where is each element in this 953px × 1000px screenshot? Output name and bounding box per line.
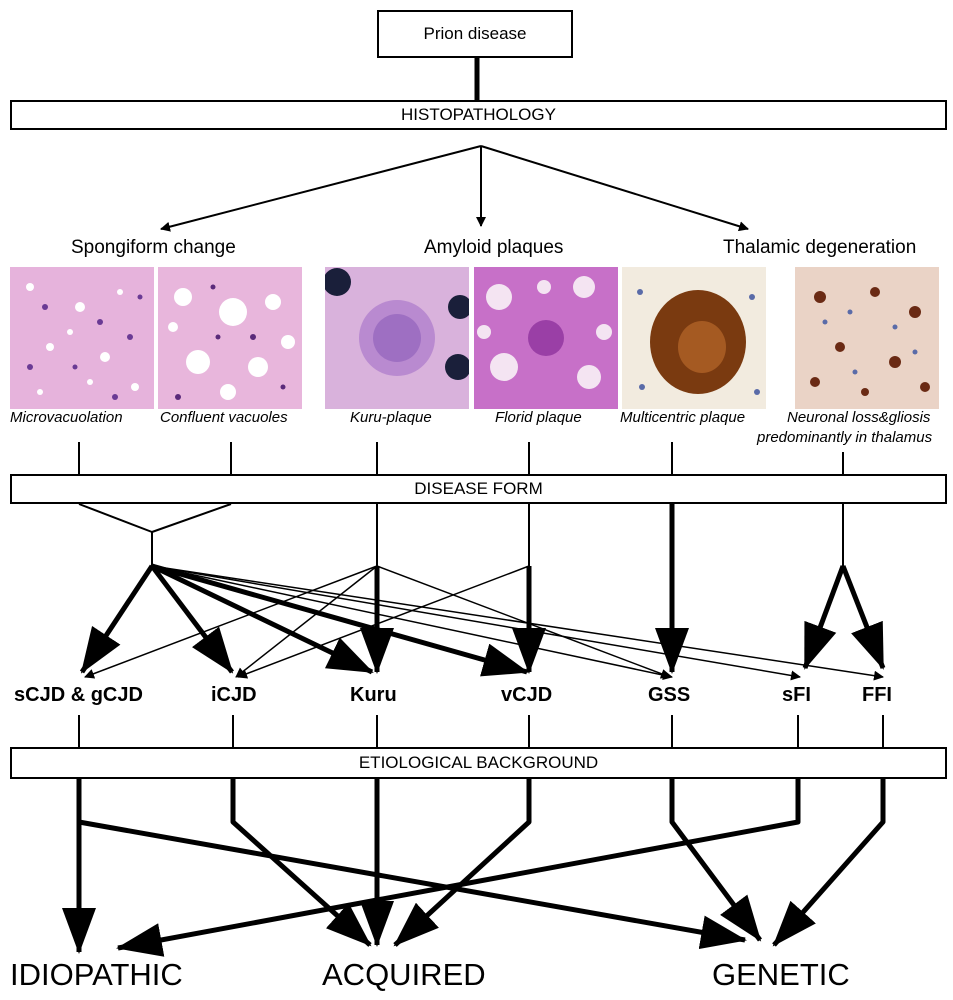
caption-multicentric: Multicentric plaque <box>620 409 746 426</box>
disease-form-bar: DISEASE FORM <box>10 474 947 504</box>
disease-form-label: DISEASE FORM <box>414 479 543 498</box>
etiology-genetic: GENETIC <box>712 957 850 992</box>
spongiform-thick-arrows <box>79 563 529 677</box>
micrograph-microvacuolation <box>10 267 154 409</box>
spongiform-thin-arrows <box>151 565 884 681</box>
category-spongiform: Spongiform change <box>71 237 236 258</box>
form-vcjd: vCJD <box>501 684 553 706</box>
form-drops <box>78 715 884 747</box>
histopathology-branches <box>160 145 749 232</box>
caption-neuronal-line2: predominantly in thalamus <box>757 429 933 446</box>
thalamic-arrows <box>802 565 886 670</box>
form-ffi: FFI <box>862 684 892 706</box>
etiological-label: ETIOLOGICAL BACKGROUND <box>358 753 599 772</box>
caption-neuronal-line1: Neuronal loss&gliosis <box>787 409 931 426</box>
form-scjd-gcjd: sCJD & gCJD <box>14 684 143 706</box>
etiology-acquired: ACQUIRED <box>322 957 486 992</box>
form-sfi: sFI <box>782 684 811 706</box>
caption-microvacuolation: Microvacuolation <box>10 409 123 426</box>
caption-confluent: Confluent vacuoles <box>160 409 288 426</box>
histopathology-label: HISTOPATHOLOGY <box>401 105 556 124</box>
micrograph-multicentric-plaque <box>622 267 766 409</box>
form-icjd: iCJD <box>211 684 257 706</box>
etiological-bar: ETIOLOGICAL BACKGROUND <box>10 747 947 779</box>
etiology-idiopathic: IDIOPATHIC <box>10 957 183 992</box>
histopathology-bar: HISTOPATHOLOGY <box>10 100 947 130</box>
caption-kuru-plaque: Kuru-plaque <box>350 409 432 426</box>
caption-florid: Florid plaque <box>495 409 582 426</box>
form-kuru: Kuru <box>350 684 397 706</box>
caption-drops <box>78 442 844 474</box>
prion-disease-box: Prion disease <box>377 10 573 58</box>
category-amyloid: Amyloid plaques <box>424 237 564 258</box>
category-thalamic: Thalamic degeneration <box>723 237 917 258</box>
micrograph-florid-plaque <box>474 267 618 409</box>
kuru-node-arrows <box>84 565 671 679</box>
spongiform-merge <box>78 503 232 566</box>
micrograph-neuronal-loss <box>795 267 939 409</box>
micrograph-confluent <box>158 267 302 409</box>
form-stems <box>376 504 844 566</box>
form-gss: GSS <box>648 684 691 706</box>
florid-node-arrows <box>237 565 546 679</box>
page-title: Prion disease <box>423 24 527 43</box>
micrograph-kuru-plaque <box>325 267 469 409</box>
etiology-arrows <box>62 779 886 957</box>
